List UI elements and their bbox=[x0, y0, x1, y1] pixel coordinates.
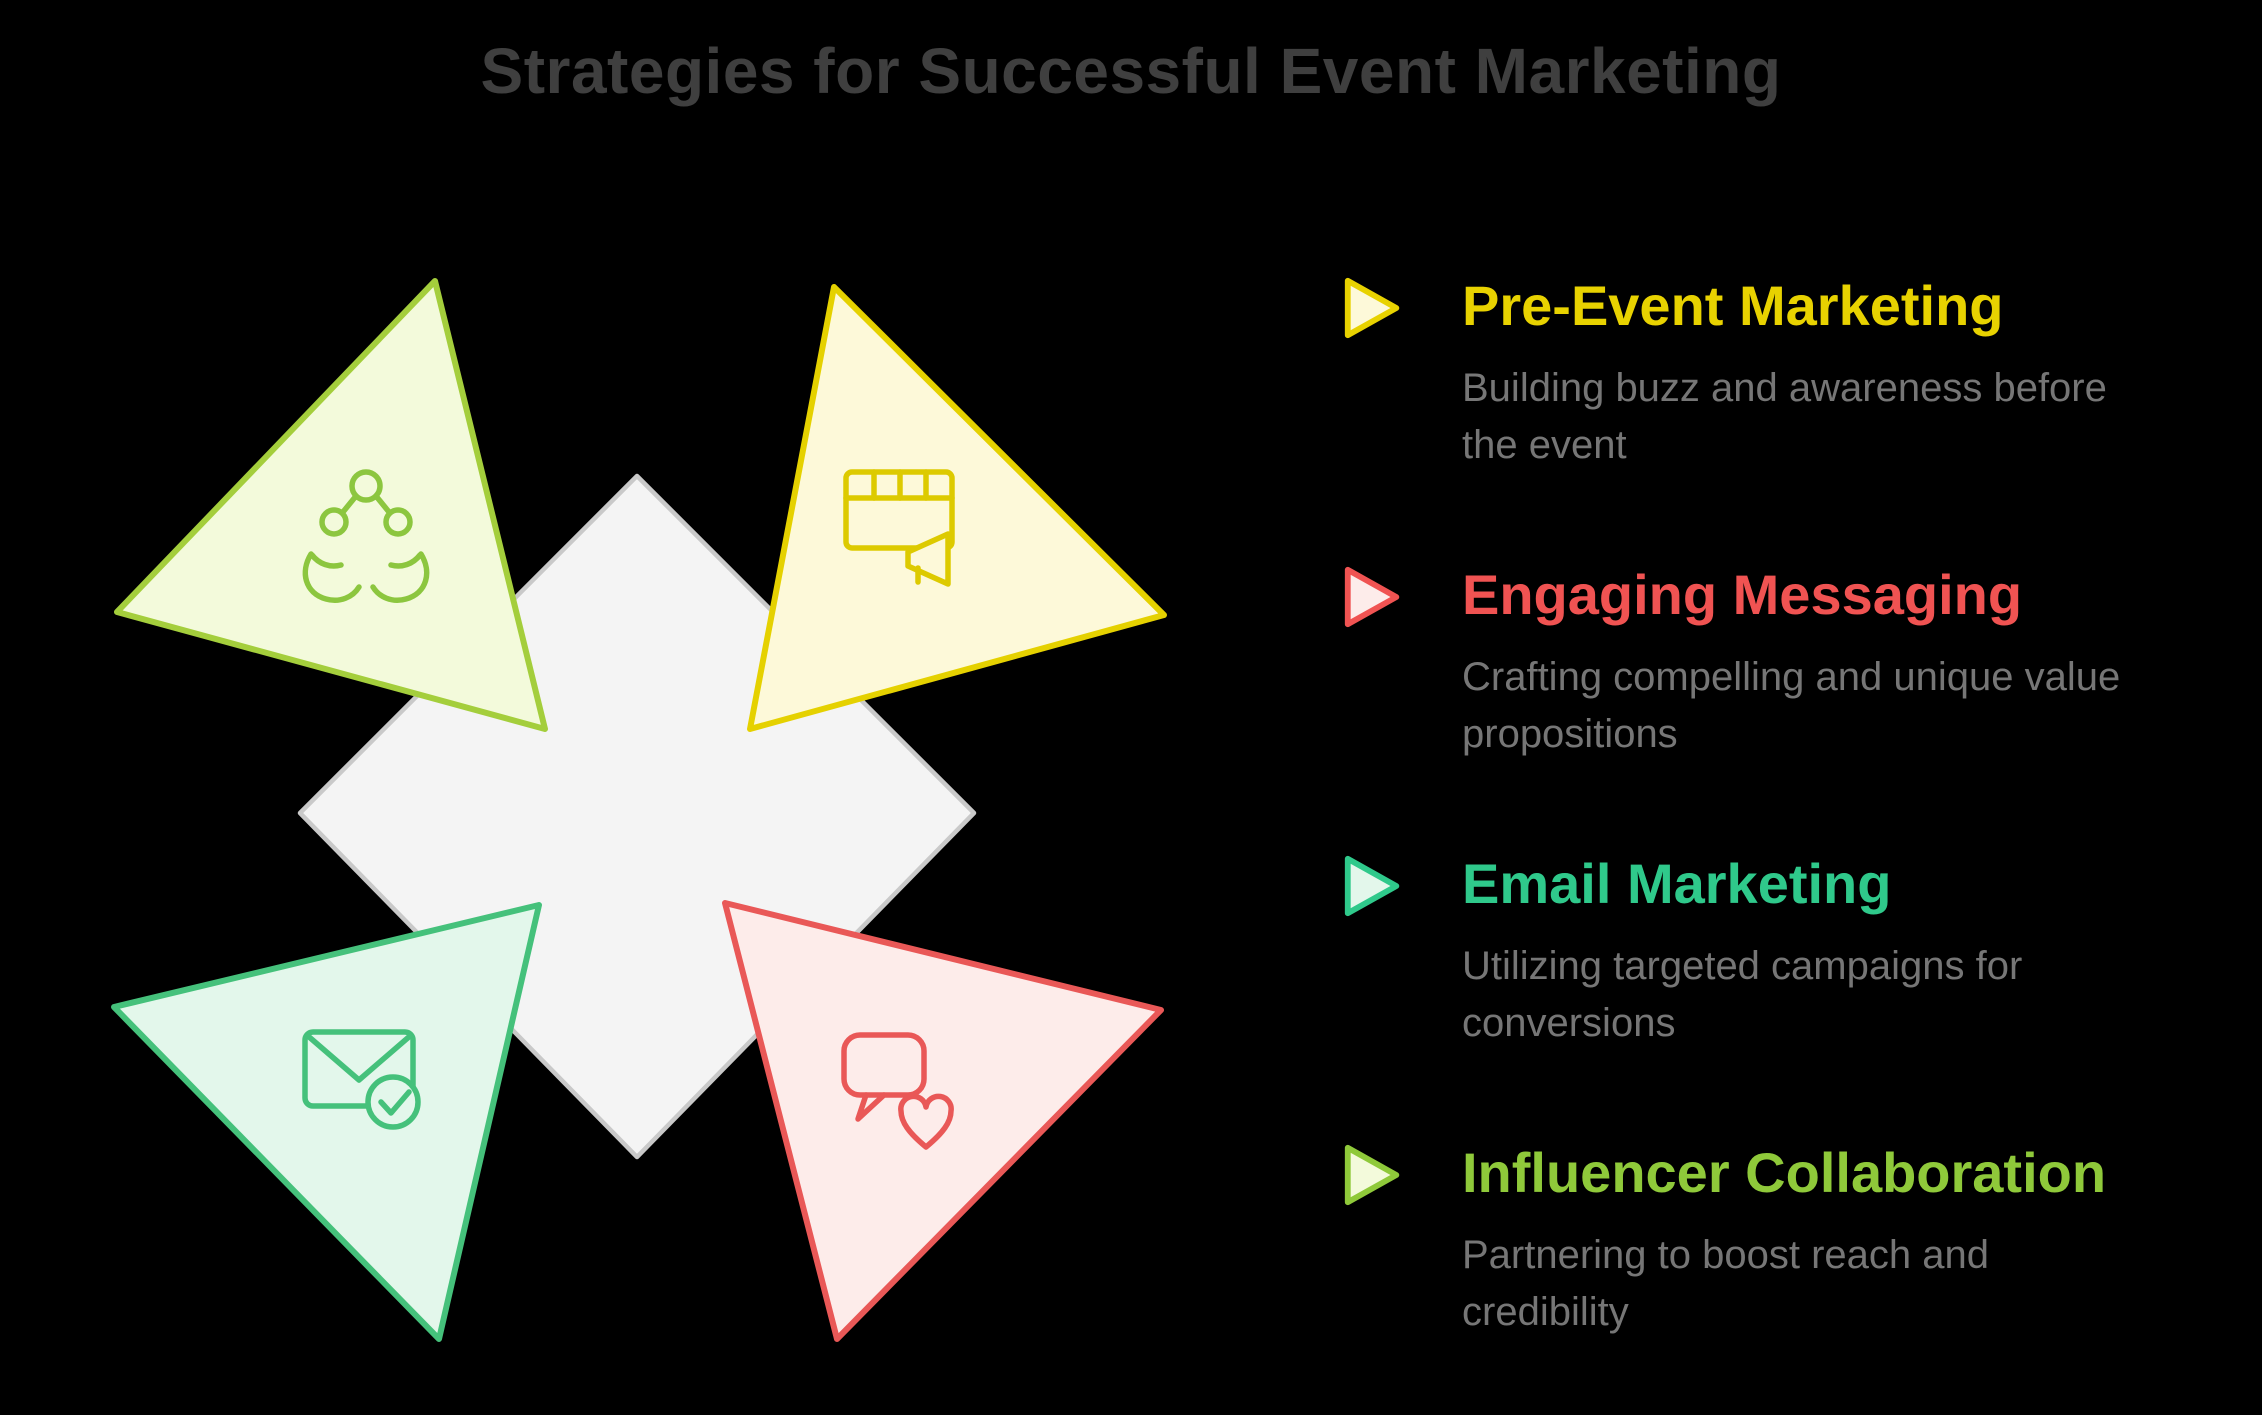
legend-item-description: Utilizing targeted campaigns for convers… bbox=[1462, 944, 2023, 1045]
triangle-right-icon bbox=[1344, 566, 1400, 628]
envelope-check-icon bbox=[302, 1029, 421, 1130]
triangle-influencer bbox=[114, 278, 548, 732]
legend-item-title: Engaging Messaging bbox=[1462, 563, 2023, 626]
legend-item-email: Email Marketing Utilizing targeted campa… bbox=[1340, 850, 2122, 1052]
chat-heart-icon bbox=[841, 1032, 954, 1150]
legend-item-description: Partnering to boost reach and credibilit… bbox=[1462, 1233, 1990, 1334]
diagram bbox=[111, 278, 1167, 1342]
hands-network-icon bbox=[302, 469, 430, 603]
calendar-megaphone-icon bbox=[843, 469, 955, 587]
page-title: Strategies for Successful Event Marketin… bbox=[480, 35, 1782, 107]
triangle-email bbox=[111, 902, 542, 1342]
legend-item-description: Building buzz and awareness before the e… bbox=[1462, 366, 2107, 467]
triangle-right-icon bbox=[1344, 855, 1400, 917]
triangle-pre-event bbox=[747, 284, 1167, 732]
legend-item-influencer: Influencer Collaboration Partnering to b… bbox=[1340, 1139, 2122, 1341]
legend-item-title: Influencer Collaboration bbox=[1462, 1141, 2107, 1204]
triangle-right-icon bbox=[1344, 277, 1400, 339]
legend-item-description: Crafting compelling and unique value pro… bbox=[1462, 655, 2121, 756]
legend-item-messaging: Engaging Messaging Crafting compelling a… bbox=[1340, 561, 2122, 763]
legend-item-pre-event: Pre-Event Marketing Building buzz and aw… bbox=[1340, 272, 2122, 474]
legend-item-title: Pre-Event Marketing bbox=[1462, 274, 2004, 337]
legend-item-title: Email Marketing bbox=[1462, 852, 1892, 915]
triangle-right-icon bbox=[1344, 1144, 1400, 1206]
